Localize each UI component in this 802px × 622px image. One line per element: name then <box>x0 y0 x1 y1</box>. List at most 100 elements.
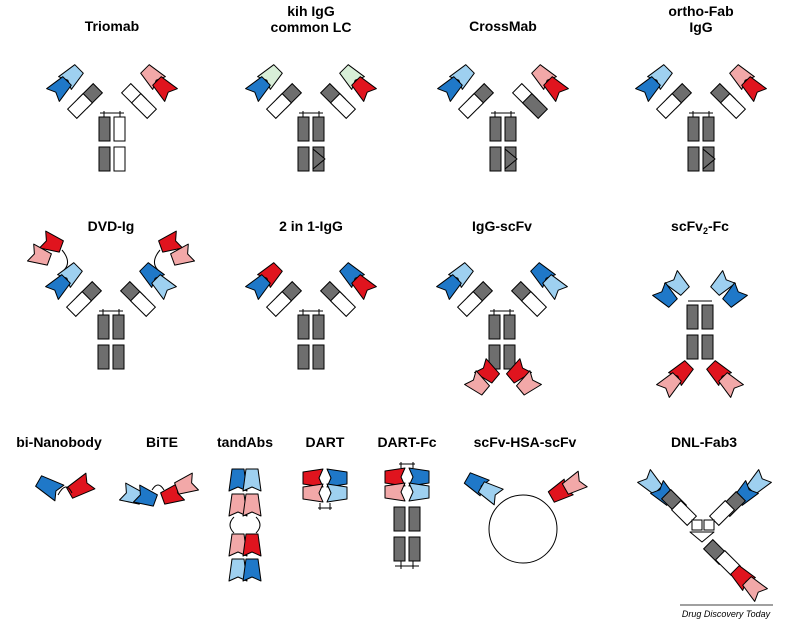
cl-left-domain <box>265 290 293 318</box>
scfv-left-vl-domain <box>477 481 504 506</box>
vl-left-domain <box>437 76 463 102</box>
ch3-left-domain <box>297 344 310 370</box>
vl-left-domain <box>245 76 271 102</box>
vl-right-domain <box>741 76 767 102</box>
ddd-right-box <box>703 519 715 531</box>
ad-anchor-triangle <box>689 531 715 543</box>
vl-right-domain <box>351 76 377 102</box>
hsa-circle <box>488 494 558 564</box>
ch3-right-domain <box>701 334 714 360</box>
ch3-right-domain <box>408 536 421 562</box>
dart-structure <box>302 468 348 510</box>
vl-right-domain <box>351 274 377 300</box>
knob-into-hole-marker <box>702 148 716 170</box>
cl-left-domain <box>457 92 485 120</box>
ch2-left-domain <box>393 506 406 532</box>
ch3-left-domain <box>686 334 699 360</box>
cl-right-domain <box>129 290 157 318</box>
cl-left-domain <box>66 92 94 120</box>
scfv2-fc-structure <box>652 270 748 398</box>
ch2-left-domain <box>488 314 501 340</box>
dvd-ig-structure <box>27 230 195 370</box>
vl-right-domain <box>543 76 569 102</box>
vl-red-domain <box>174 472 199 495</box>
vl-left-domain <box>245 274 271 300</box>
ch3-right-domain <box>503 344 516 370</box>
vl-right-domain <box>152 76 178 102</box>
ch2-left-domain <box>687 116 700 142</box>
ch3-left-domain <box>489 146 502 172</box>
vl-left-domain <box>635 76 661 102</box>
ch2-right-domain <box>113 116 126 142</box>
cl-right-domain <box>719 92 747 120</box>
ch3-right-domain <box>113 146 126 172</box>
bi-nanobody-structure <box>35 472 96 502</box>
dnl-fab3-structure <box>637 469 772 602</box>
scfv-vl-bottom-right-domain <box>718 372 744 398</box>
ch3-left-domain <box>687 146 700 172</box>
knob-into-hole-marker <box>504 148 518 170</box>
ch2-left-domain <box>297 116 310 142</box>
ch2-left-domain <box>489 116 502 142</box>
tandabs-structure <box>228 468 262 582</box>
dart-pink-domain <box>302 483 324 503</box>
tandab-right-domain-4 <box>242 558 262 582</box>
crossmab-structure <box>437 64 569 172</box>
label-scfv-hsa-scfv: scFv-HSA-scFv <box>474 434 577 450</box>
label-orthofab-line2: IgG <box>689 19 712 35</box>
dartfc-lightblue-domain <box>408 482 430 502</box>
linker <box>57 486 73 496</box>
ortho-fab-igg-structure <box>635 64 767 172</box>
scfv-vl-top-right-domain <box>722 282 748 308</box>
label-dnl-fab3: DNL-Fab3 <box>671 434 737 450</box>
label-dart: DART <box>306 434 345 450</box>
label-crossmab: CrossMab <box>469 18 537 34</box>
nanobody-red-domain <box>66 472 96 499</box>
label-dvdig: DVD-Ig <box>88 218 135 234</box>
fab3-vl-domain <box>742 576 768 602</box>
label-dart-fc: DART-Fc <box>377 434 436 450</box>
scfv-vl-bottom-left-domain <box>656 372 682 398</box>
dart-lightblue-domain <box>326 483 348 503</box>
ch2-right-domain <box>112 314 125 340</box>
ch3-left-domain <box>98 146 111 172</box>
ddd-left-box <box>691 519 703 531</box>
credit-text: Drug Discovery Today <box>682 609 771 619</box>
ch3-left-domain <box>97 344 110 370</box>
cl-right-domain <box>520 290 548 318</box>
linker <box>151 484 165 491</box>
label-kih-line1: kih IgG <box>287 3 335 19</box>
scfv-vh-right-domain <box>506 358 532 384</box>
bite-structure <box>119 472 199 507</box>
scfv-vl-left-domain <box>464 370 490 396</box>
label-scfv2-fc: scFv2-Fc <box>671 218 729 236</box>
2in1-igg-structure <box>245 262 377 370</box>
dartfc-pink-domain <box>384 482 406 502</box>
ch2-right-domain <box>701 304 714 330</box>
outer-vh-right-domain <box>158 230 183 253</box>
ch2-left-domain <box>686 304 699 330</box>
ch2-right-domain <box>312 116 325 142</box>
ch2-right-domain <box>312 314 325 340</box>
scfv-hsa-scfv-structure <box>463 470 588 564</box>
vl-left-domain <box>436 274 462 300</box>
ch3-left-domain <box>297 146 310 172</box>
scfv-vl-top-left-domain <box>652 282 678 308</box>
linker-right <box>154 249 161 271</box>
cl-left-domain <box>456 290 484 318</box>
cl-left-domain <box>655 92 683 120</box>
label-triomab: Triomab <box>85 18 139 34</box>
ch3-right-domain <box>312 344 325 370</box>
vl-right-domain <box>151 274 177 300</box>
dartfc-red-domain <box>384 467 406 487</box>
cl-right-domain <box>329 290 357 318</box>
label-orthofab-line1: ortho-Fab <box>668 3 733 19</box>
dart-fc-structure <box>384 462 430 569</box>
ch2-right-domain <box>702 116 715 142</box>
linker-right <box>255 516 261 534</box>
nanobody-blue-domain <box>35 475 65 502</box>
linker-left <box>61 249 68 271</box>
vl-left-domain <box>46 76 72 102</box>
tandab-right-domain-1 <box>242 468 262 492</box>
